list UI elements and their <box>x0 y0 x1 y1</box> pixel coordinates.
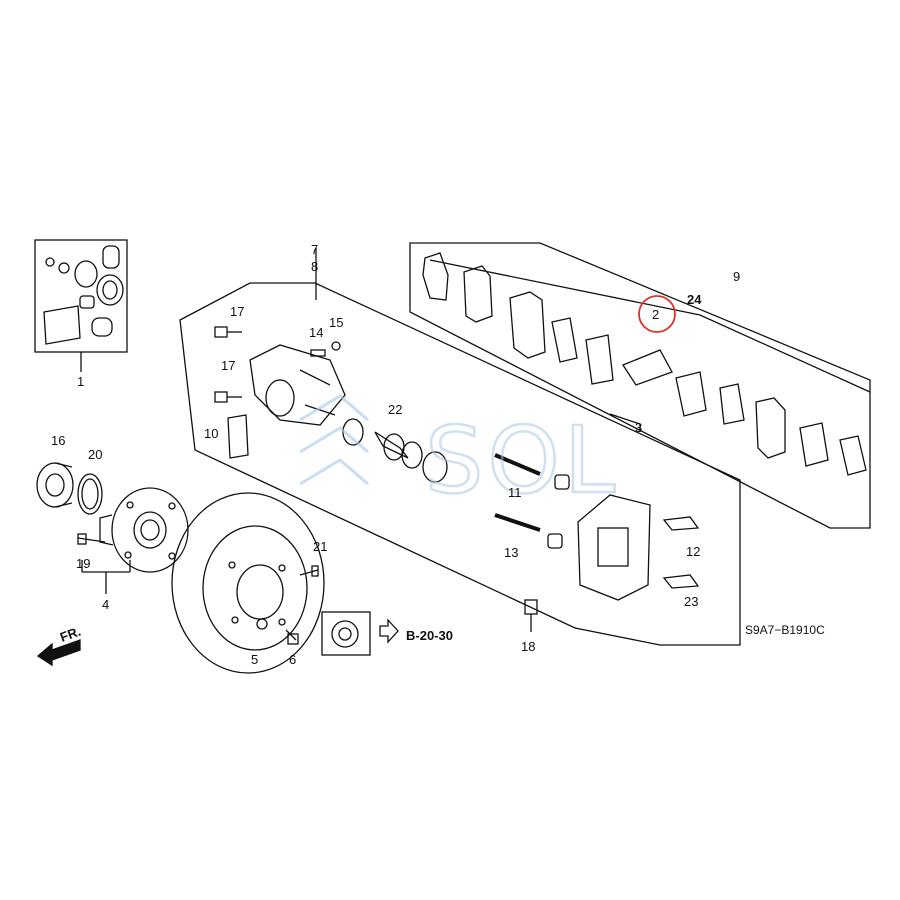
part-code: S9A7−B1910C <box>745 623 825 637</box>
callout-17-bottom: 17 <box>221 358 235 373</box>
watermark: SOL <box>299 394 619 515</box>
caliper-box <box>179 248 741 646</box>
callout-5: 5 <box>251 652 258 667</box>
callout-1: 1 <box>77 374 84 389</box>
callout-19: 19 <box>76 556 90 571</box>
front-label: FR. <box>58 624 83 645</box>
callout-10: 10 <box>204 426 218 441</box>
hub-bearing <box>36 462 189 594</box>
callout-12: 12 <box>686 544 700 559</box>
reference-label: B-20-30 <box>406 628 453 643</box>
reference-nut-group <box>321 611 399 656</box>
callout-2: 2 <box>652 307 659 322</box>
callout-18: 18 <box>521 639 535 654</box>
watermark-text: SOL <box>425 407 619 514</box>
callout-14: 14 <box>309 325 323 340</box>
callout-13: 13 <box>504 545 518 560</box>
callout-20: 20 <box>88 447 102 462</box>
highlight-circle <box>638 295 676 333</box>
callout-21: 21 <box>313 539 327 554</box>
callout-17-top: 17 <box>230 304 244 319</box>
callout-7: 7 <box>311 242 318 257</box>
callout-11: 11 <box>508 485 522 500</box>
pad-set-box <box>409 242 871 529</box>
callout-15: 15 <box>329 315 343 330</box>
callout-6: 6 <box>289 652 296 667</box>
callout-22: 22 <box>388 402 402 417</box>
callout-24: 24 <box>687 292 702 307</box>
seal-kit-box <box>34 239 128 372</box>
callout-3: 3 <box>635 420 642 435</box>
brake-disc <box>171 492 325 674</box>
callout-16: 16 <box>51 433 65 448</box>
callout-23: 23 <box>684 594 698 609</box>
callout-9: 9 <box>733 269 740 284</box>
callout-8: 8 <box>311 259 318 274</box>
callout-4: 4 <box>102 597 109 612</box>
front-arrow-icon <box>36 639 81 667</box>
